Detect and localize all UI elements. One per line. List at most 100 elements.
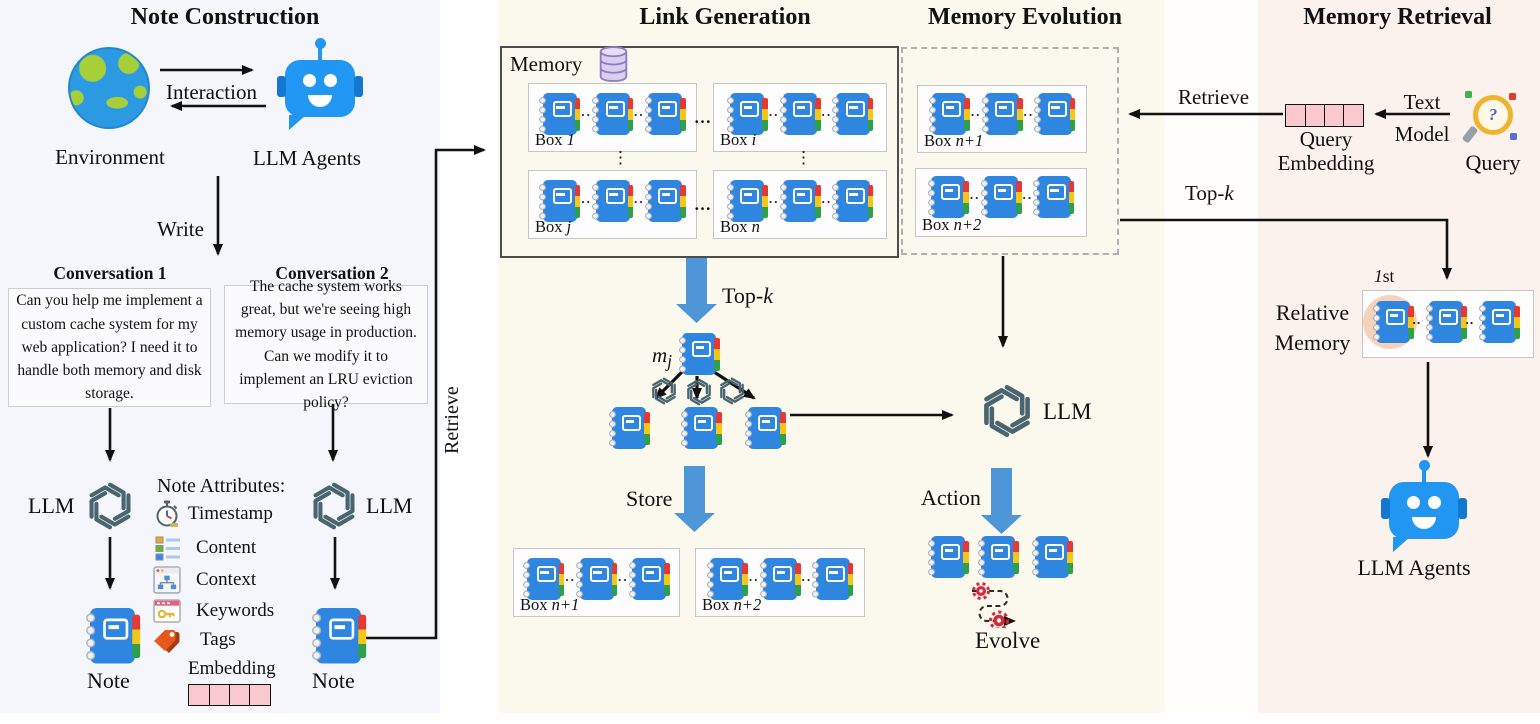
note-icon-linked bbox=[679, 407, 722, 454]
note-icon bbox=[705, 558, 748, 600]
openai-link-icon bbox=[649, 376, 679, 406]
embedding-cell bbox=[1323, 104, 1345, 127]
store-box-n2: ·· ·· Box n+2 bbox=[695, 548, 865, 617]
embedding-cell bbox=[1285, 104, 1307, 127]
openai-llm-icon-right bbox=[308, 480, 360, 532]
note-icon bbox=[538, 93, 581, 135]
robot-eye-left bbox=[303, 74, 316, 87]
robot-antenna bbox=[1422, 469, 1426, 484]
store-label: Store bbox=[626, 486, 673, 511]
note-icon bbox=[591, 93, 633, 135]
conversation2-text: The cache system works great, but we're … bbox=[235, 277, 417, 411]
attr-embedding-label: Embedding bbox=[188, 658, 276, 679]
attr-tags-label: Tags bbox=[200, 629, 236, 650]
note-icon bbox=[538, 180, 581, 222]
robot-eye-right bbox=[324, 74, 337, 87]
first-rank-label: 1st bbox=[1374, 266, 1395, 286]
note-icon bbox=[927, 93, 970, 135]
note-icon bbox=[627, 558, 670, 600]
note-icon bbox=[831, 93, 874, 135]
openai-llm-icon-evolution bbox=[978, 382, 1036, 440]
dots: ·· bbox=[580, 107, 592, 122]
dots: ·· bbox=[633, 107, 645, 122]
openai-llm-icon-left bbox=[84, 480, 136, 532]
memory-box-1: ·· ·· Box 1 bbox=[528, 83, 697, 152]
query-magnifier-handle bbox=[1461, 125, 1479, 144]
environment-label: Environment bbox=[55, 145, 165, 169]
section-title-memory-evolution: Memory Evolution bbox=[928, 4, 1122, 30]
query-icon: ? bbox=[1461, 88, 1518, 146]
robot-mouth bbox=[1412, 517, 1436, 529]
vdots-left: ⋮ bbox=[612, 148, 629, 167]
embedding-cell bbox=[1343, 104, 1365, 127]
note-icon bbox=[575, 558, 617, 600]
memory-box-i: ·· ·· Box i bbox=[713, 83, 887, 152]
attr-keywords-label: Keywords bbox=[196, 600, 275, 621]
robot-ear-left bbox=[1381, 498, 1390, 519]
panel-mid-gap bbox=[1165, 0, 1258, 713]
note-icon-retrieved bbox=[1424, 301, 1467, 348]
dots: ·· bbox=[969, 190, 980, 205]
attr-timestamp-label: Timestamp bbox=[188, 503, 273, 524]
context-icon bbox=[153, 566, 181, 594]
keywords-icon bbox=[153, 599, 181, 623]
llm-label-right: LLM bbox=[366, 493, 413, 518]
retrieve-vertical-label: Retrieve bbox=[441, 386, 463, 454]
note-icon bbox=[725, 93, 768, 135]
note-icon bbox=[778, 93, 821, 135]
mj-label: mj bbox=[652, 343, 673, 372]
note-icon-linked bbox=[743, 407, 786, 454]
note-icon bbox=[1033, 93, 1076, 135]
embedding-cell bbox=[228, 684, 251, 706]
note-icon-action bbox=[976, 536, 1019, 583]
attr-content-label: Content bbox=[196, 537, 257, 558]
box-label: Box n+1 bbox=[520, 595, 580, 614]
vdots-right: ⋮ bbox=[795, 148, 812, 167]
section-title-note-construction: Note Construction bbox=[130, 4, 320, 30]
llm-agents-label-retrieval: LLM Agents bbox=[1357, 555, 1471, 580]
query-magnifier-lens: ? bbox=[1473, 95, 1513, 135]
robot-chat-tail bbox=[289, 115, 306, 130]
openai-link-icon bbox=[684, 377, 714, 407]
note-attributes-title: Note Attributes: bbox=[157, 475, 286, 497]
note-icon-retrieved bbox=[1371, 301, 1414, 348]
section-title-memory-retrieval: Memory Retrieval bbox=[1303, 4, 1492, 30]
relative-memory-label: Relative Memory bbox=[1274, 300, 1351, 355]
box-label: Box n+2 bbox=[922, 215, 982, 234]
note-icon-retrieved bbox=[1477, 301, 1520, 348]
text-model-label-top: Text bbox=[1403, 90, 1441, 114]
llm-label-evolution: LLM bbox=[1043, 399, 1092, 424]
dots: ·· bbox=[748, 572, 759, 587]
memory-box-j: ·· ·· Box j bbox=[528, 170, 697, 239]
note-icon bbox=[758, 558, 801, 600]
evolution-box-n1: ·· ·· Box n+1 bbox=[917, 85, 1087, 153]
note-icon bbox=[811, 558, 854, 600]
timestamp-icon bbox=[156, 500, 178, 527]
dots: ·· bbox=[768, 107, 779, 122]
note-icon bbox=[831, 180, 874, 222]
conversation1-title: Conversation 1 bbox=[53, 263, 167, 283]
note-label-left: Note bbox=[87, 668, 130, 693]
note-icon bbox=[725, 180, 768, 222]
query-label: Query bbox=[1465, 150, 1521, 175]
topk-label-link-generation: Top-k bbox=[722, 283, 773, 308]
box-label: Box n bbox=[720, 217, 760, 236]
hdots-top: … bbox=[694, 108, 711, 127]
dots: ·· bbox=[633, 194, 645, 209]
action-label: Action bbox=[921, 485, 981, 510]
retrieve-label: Retrieve bbox=[1178, 85, 1250, 109]
section-title-link-generation: Link Generation bbox=[639, 4, 811, 30]
note-icon bbox=[926, 176, 969, 218]
note-icon bbox=[591, 180, 633, 222]
content-icon bbox=[155, 536, 180, 561]
note-icon bbox=[522, 558, 565, 600]
query-dot-blue bbox=[1510, 133, 1517, 140]
conversation2-box: The cache system works great, but we're … bbox=[224, 278, 428, 411]
robot-ear-right bbox=[1458, 498, 1467, 519]
memory-box-n: ·· ·· Box n bbox=[713, 170, 887, 239]
dots: ·· bbox=[580, 194, 592, 209]
dots: ·· bbox=[821, 107, 832, 122]
memory-label: Memory bbox=[510, 52, 583, 76]
evolve-label: Evolve bbox=[975, 628, 1041, 653]
